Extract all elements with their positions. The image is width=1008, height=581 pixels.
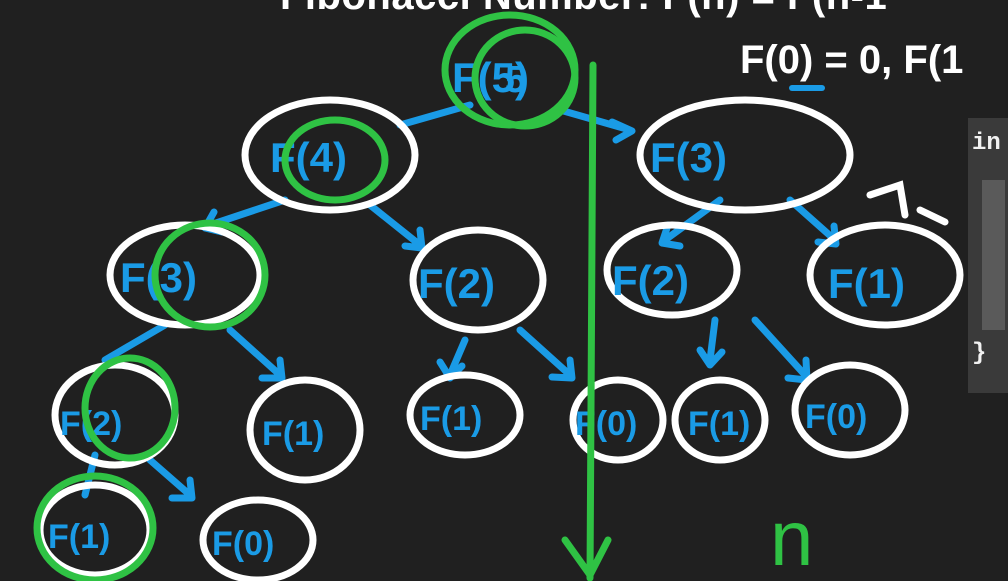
node-l3-4: F(1)	[688, 405, 750, 443]
node-circle-f2-mid	[409, 226, 547, 334]
node-l4-0: F(1)	[48, 518, 110, 556]
highlight-circle-f1	[33, 472, 157, 581]
edge-f4-f2	[366, 201, 426, 252]
node-circle-f1-b	[406, 371, 524, 459]
node-labels: F(5) F(4) F(3) F(3) F(2) F(2) F(1) F(2) …	[48, 54, 905, 563]
node-l1-0: F(4)	[270, 134, 347, 181]
highlight-circle-f3	[151, 219, 269, 331]
node-circle-f1-a	[246, 376, 364, 484]
code-line-2: }	[972, 340, 987, 367]
node-circle-f2-right	[603, 221, 741, 319]
node-circle-scribble	[866, 180, 949, 226]
highlight-circle-f2	[81, 354, 179, 462]
node-circle-f4	[241, 96, 419, 214]
base-case-formula: F(0) = 0, F(1	[740, 38, 964, 82]
edge-f2b-f1	[696, 316, 726, 369]
node-circle-f1-c	[671, 376, 769, 464]
node-l3-2: F(1)	[420, 400, 482, 438]
edge-f2b-f0	[751, 316, 811, 384]
node-l3-3: F(0)	[575, 405, 637, 443]
edge-f3b-f2	[101, 321, 169, 364]
node-l2-3: F(1)	[828, 260, 905, 307]
edge-f3b-f1	[226, 326, 286, 382]
highlight-circle-f4	[281, 116, 389, 204]
node-l4-1: F(0)	[212, 525, 274, 563]
node-circle-f0-c	[199, 496, 317, 581]
node-circle-f3-right	[636, 96, 854, 214]
depth-label: n	[770, 494, 813, 581]
node-l3-1: F(1)	[262, 415, 324, 453]
page-title: Fibonacci Number: F(n) = F(n-1	[280, 0, 887, 19]
edge-f2-f0	[516, 326, 576, 382]
node-circle-f0-b	[791, 361, 909, 459]
node-root: F(5)	[452, 54, 529, 101]
node-circles	[36, 96, 964, 581]
node-l3-5: F(0)	[805, 398, 867, 436]
node-l2-2: F(2)	[612, 257, 689, 304]
edge-f2c-f0	[146, 456, 196, 502]
node-l2-1: F(2)	[418, 260, 495, 307]
node-l1-1: F(3)	[650, 134, 727, 181]
highlight-circle-root-inner	[471, 26, 579, 130]
code-panel-strip	[982, 180, 1005, 330]
code-line-1: in	[972, 130, 1001, 157]
node-circle-f0-a	[569, 376, 667, 464]
node-circle-f1-right	[806, 221, 964, 329]
depth-arrow	[561, 61, 612, 581]
green-annotations: 5 n	[33, 11, 813, 581]
root-circled-value: 5	[505, 59, 526, 101]
